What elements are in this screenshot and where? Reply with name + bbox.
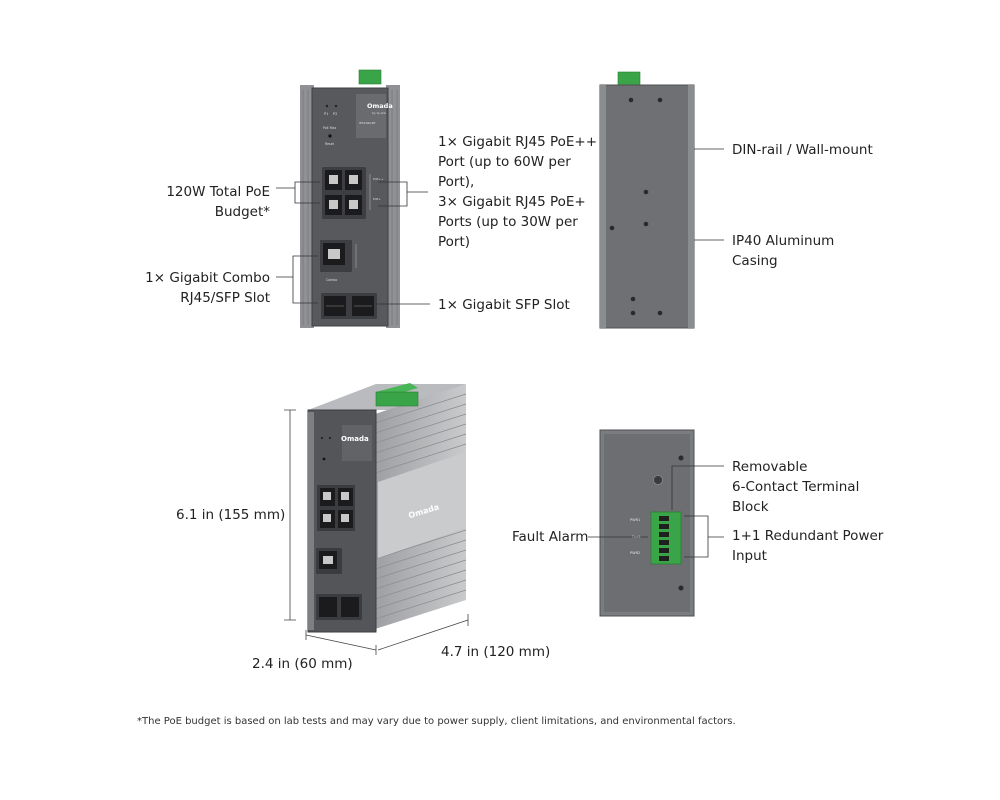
led-p2 (334, 104, 338, 108)
sub-brand: by tp-link (372, 111, 386, 115)
callout-poe-budget: 120W Total PoE Budget* (166, 184, 270, 220)
callout-sfp-slot: 1× Gigabit SFP Slot (438, 297, 570, 313)
side-view (599, 71, 695, 329)
top-view: PWR1 Fault PWR2 (599, 429, 695, 617)
led-p2-label: P2 (333, 112, 337, 116)
reset-label: Reset (325, 142, 335, 146)
iso-terminal-block (375, 391, 419, 407)
reset-hole (328, 134, 332, 138)
dimension-width: 4.7 in (120 mm) (441, 644, 551, 660)
brand-logo: Omada (367, 102, 393, 110)
callout-combo-slot: 1× Gigabit Combo RJ45/SFP Slot (145, 270, 270, 306)
terminal-pwr2-label: PWR2 (630, 551, 640, 555)
callout-rj45-ports: 1× Gigabit RJ45 PoE++ Port (up to 60W pe… (438, 134, 598, 250)
callout-terminal-block: Removable 6-Contact Terminal Block (732, 459, 860, 515)
ground-screw (653, 475, 663, 485)
combo-label: Combo (326, 278, 337, 282)
iso-front-logo: Omada (341, 435, 369, 443)
side-terminal-block (617, 71, 641, 87)
poe-plus-label: PoE+ (373, 197, 381, 201)
led-p1-label: P1 (324, 112, 328, 116)
front-left-fin (300, 85, 314, 328)
callout-casing: IP40 Aluminum Casing (732, 233, 835, 269)
terminal-block (358, 69, 382, 85)
dimension-height: 6.1 in (155 mm) (176, 507, 286, 523)
iso-view: Omada Omada (307, 383, 467, 633)
callout-din-rail: DIN-rail / Wall-mount (732, 142, 873, 158)
callout-redundant-power: 1+1 Redundant Power Input (732, 528, 884, 564)
side-callout-lines (694, 148, 724, 241)
iso-fins (371, 393, 467, 621)
front-right-fin (386, 85, 400, 328)
front-callout-lines (276, 181, 430, 305)
poe-plus-plus-label: PoE++ (373, 177, 384, 181)
front-view: Omada by tp-link IES206GPP P1 P2 PoE Max… (300, 69, 400, 328)
poe-max-label: PoE Max (323, 126, 336, 130)
model-text: IES206GPP (359, 121, 376, 125)
rj45-ports (322, 167, 366, 219)
dimension-depth: 2.4 in (60 mm) (252, 656, 353, 672)
terminal-pwr1-label: PWR1 (630, 518, 640, 522)
dimension-lines (284, 409, 469, 655)
callout-fault-alarm: Fault Alarm (512, 529, 589, 545)
led-p1 (325, 104, 329, 108)
top-callout-lines (588, 465, 724, 558)
front-label-area (356, 94, 386, 138)
footnote: *The PoE budget is based on lab tests an… (137, 716, 736, 727)
